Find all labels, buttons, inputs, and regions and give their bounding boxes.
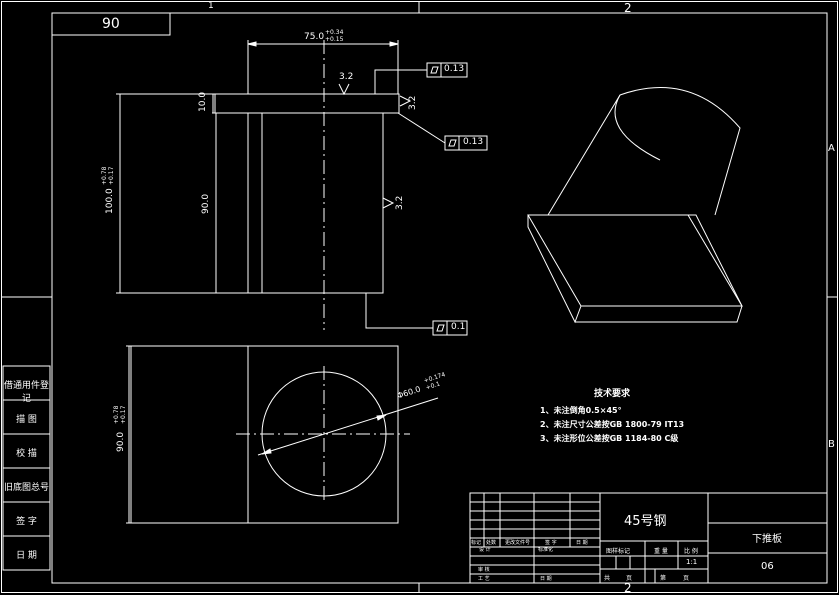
diameter-leader	[257, 397, 439, 456]
side-panel	[2, 365, 51, 571]
isometric-view	[527, 87, 743, 324]
flatness-frame-side	[444, 135, 488, 151]
dim-plan-height: 90.0	[116, 431, 126, 452]
roughness-right-upper: 3.2	[408, 95, 418, 110]
zone-label-b: B	[828, 439, 835, 450]
dim-flange-thickness: 10.0	[198, 91, 208, 112]
title-header-change: 更改文件号	[505, 540, 531, 546]
flatness-side-value: 0.13	[463, 137, 484, 147]
side-panel-reg: 借通用件登记	[3, 381, 49, 404]
zone-label-1-top: 1	[208, 1, 214, 11]
side-panel-old-no: 旧底图总号	[3, 483, 49, 493]
tech-req-title: 技术要求	[594, 389, 631, 399]
dim-total-height-lower: +0.17	[108, 166, 115, 185]
flatness-top-value: 0.13	[444, 64, 465, 74]
title-standardized: 标准化	[538, 547, 554, 553]
title-process: 工 艺	[478, 576, 490, 582]
tech-req-item-1: 1、未注倒角0.5×45°	[540, 406, 622, 415]
flange-outline	[212, 93, 400, 114]
dim-width-top-lower: +0.15	[325, 36, 344, 43]
side-panel-sign: 签 字	[16, 517, 37, 527]
dim-plan-height-upper: +0.78	[113, 405, 120, 424]
side-panel-check: 校 描	[16, 449, 37, 459]
roughness-top: 3.2	[339, 72, 354, 82]
title-sheet-unit: 页	[626, 575, 633, 582]
top-left-box	[51, 12, 171, 36]
body-outline	[247, 112, 384, 294]
plan-view	[126, 345, 439, 524]
title-drawing-no: 06	[761, 561, 774, 572]
side-panel-date: 日 期	[16, 551, 37, 561]
top-box-value: 90	[102, 16, 120, 32]
dim-total-height-upper: +0.78	[101, 166, 108, 185]
dim-width-top-upper: +0.34	[325, 29, 344, 36]
tech-req-list: 1、未注倒角0.5×45° 2、未注尺寸公差按GB 1800-79 IT13 3…	[540, 404, 684, 446]
title-scale: 1:1	[686, 558, 698, 566]
inner-frame	[51, 12, 828, 584]
title-header-mark: 标记	[471, 540, 482, 546]
title-total-sheets: 共	[604, 575, 611, 582]
flatness-frame-top	[426, 62, 468, 78]
dim-body-height: 90.0	[201, 193, 211, 214]
title-date: 日 期	[540, 576, 552, 582]
title-header-date: 日 期	[576, 540, 588, 546]
tech-req-item-2: 2、未注尺寸公差按GB 1800-79 IT13	[540, 420, 685, 429]
roughness-right-mid: 3.2	[395, 195, 405, 210]
title-header-count: 处数	[486, 540, 497, 546]
title-sheet-unit2: 页	[683, 575, 690, 582]
zone-label-2-bottom: 2	[624, 581, 632, 595]
title-review: 审 核	[478, 567, 490, 573]
dim-total-height: 100.0	[105, 188, 115, 214]
title-part-name: 下推板	[752, 534, 782, 545]
front-view	[116, 40, 446, 330]
side-panel-trace: 描 图	[16, 415, 37, 425]
dim-plan-height-lower: +0.17	[120, 405, 127, 424]
title-block	[469, 492, 828, 584]
title-stage-mark: 图样标记	[606, 548, 631, 555]
title-weight: 重 量	[654, 548, 668, 555]
flatness-frame-bottom	[432, 320, 468, 336]
title-ratio: 比 例	[684, 548, 698, 555]
flatness-bottom-value: 0.1	[451, 322, 466, 332]
title-header-sign: 签 字	[545, 540, 557, 546]
zone-label-a: A	[828, 143, 835, 154]
dim-width-top: 75.0	[304, 32, 325, 42]
zone-label-2-top: 2	[624, 1, 632, 15]
title-sheet-no: 第	[660, 575, 667, 582]
title-designer: 设 计	[479, 547, 491, 553]
tech-req-item-3: 3、未注形位公差按GB 1184-80 C级	[540, 434, 679, 443]
title-material: 45号钢	[624, 514, 667, 529]
